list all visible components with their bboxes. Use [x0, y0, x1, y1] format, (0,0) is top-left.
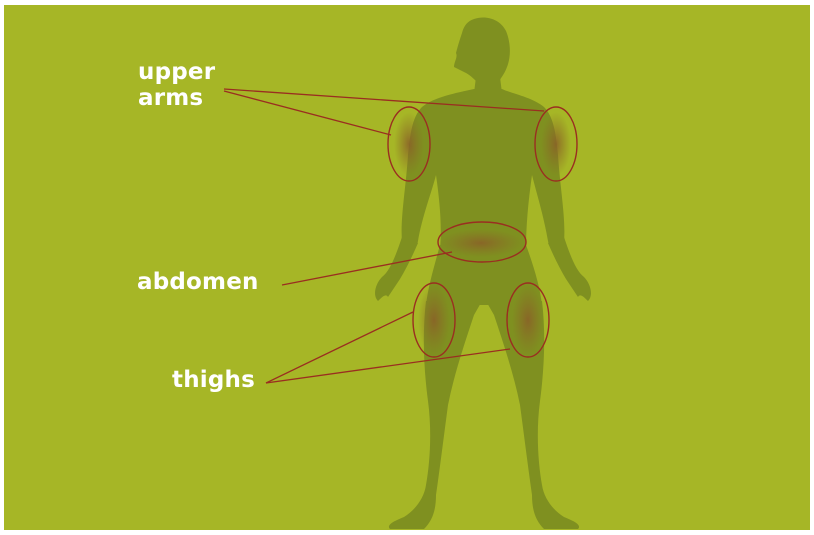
head — [454, 18, 510, 84]
thighs-label: thighs — [172, 367, 255, 393]
right-forearm — [548, 237, 591, 301]
torso — [402, 89, 565, 251]
abdomen-glow — [439, 229, 523, 257]
abdomen-label: abdomen — [137, 269, 259, 295]
upper-arms-label: upper arms — [138, 59, 215, 111]
body-diagram — [4, 5, 810, 530]
upper-arms-label-line2: arms — [138, 85, 215, 111]
upper-arms-label-line1: upper — [138, 59, 215, 85]
right-thigh-glow — [512, 284, 544, 356]
left-upper-arm-glow — [394, 112, 424, 176]
right-upper-arm-glow — [541, 112, 571, 176]
left-forearm — [375, 237, 418, 301]
left-thigh-glow — [418, 284, 450, 356]
abdomen-leader — [282, 252, 452, 285]
human-silhouette — [375, 18, 591, 530]
diagram-canvas: upper arms abdomen thighs — [4, 5, 810, 530]
upper-arms-leader-left — [224, 91, 391, 135]
